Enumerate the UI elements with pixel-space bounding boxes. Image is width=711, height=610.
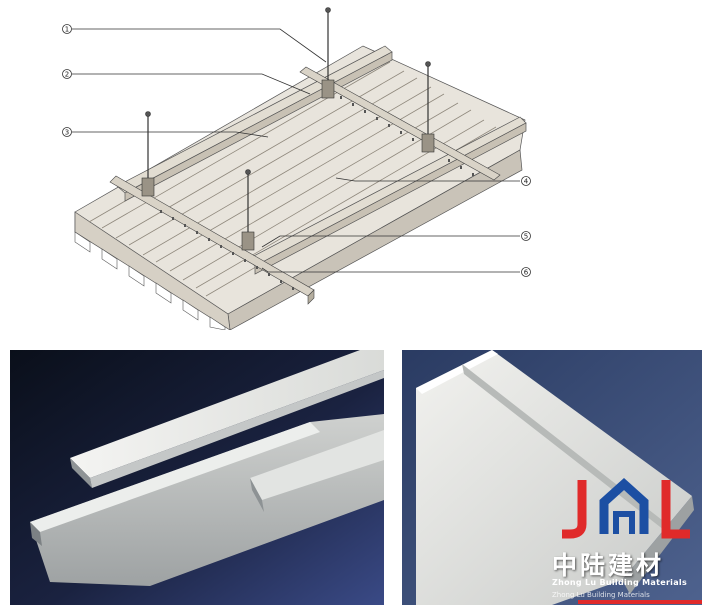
upper-strip — [70, 350, 384, 488]
callout-2-label: 2 — [65, 71, 69, 79]
diagram-svg: 1 2 3 4 5 6 — [62, 7, 531, 330]
strip-profile-photo — [10, 350, 384, 605]
brand-name-en: Zhong Lu Building Materials — [552, 578, 688, 587]
brand-name-en-faded: Zhong Lu Building Materials — [552, 591, 650, 599]
callout-6-label: 6 — [524, 269, 529, 277]
brand-logo — [554, 472, 694, 544]
ceiling-installation-diagram: 1 2 3 4 5 6 — [62, 7, 531, 330]
callout-5-label: 5 — [524, 233, 528, 241]
single-panel-photo: 中陆建材 Zhong Lu Building Materials Zhong L… — [402, 350, 702, 605]
lower-strip — [30, 414, 384, 586]
callout-markers — [62, 24, 531, 277]
small-strip — [250, 430, 384, 512]
hanger-clips — [141, 7, 435, 251]
brand-underline — [578, 600, 702, 604]
callout-3-label: 3 — [65, 129, 69, 137]
panel-face — [416, 350, 692, 605]
callout-4-label: 4 — [524, 178, 529, 186]
callout-leaders — [72, 28, 520, 273]
callout-1-label: 1 — [65, 26, 69, 34]
brand-name-cn: 中陆建材 — [552, 551, 665, 580]
strip-profile-photo-svg — [10, 350, 384, 605]
brand-logo-mark-icon — [562, 477, 690, 539]
